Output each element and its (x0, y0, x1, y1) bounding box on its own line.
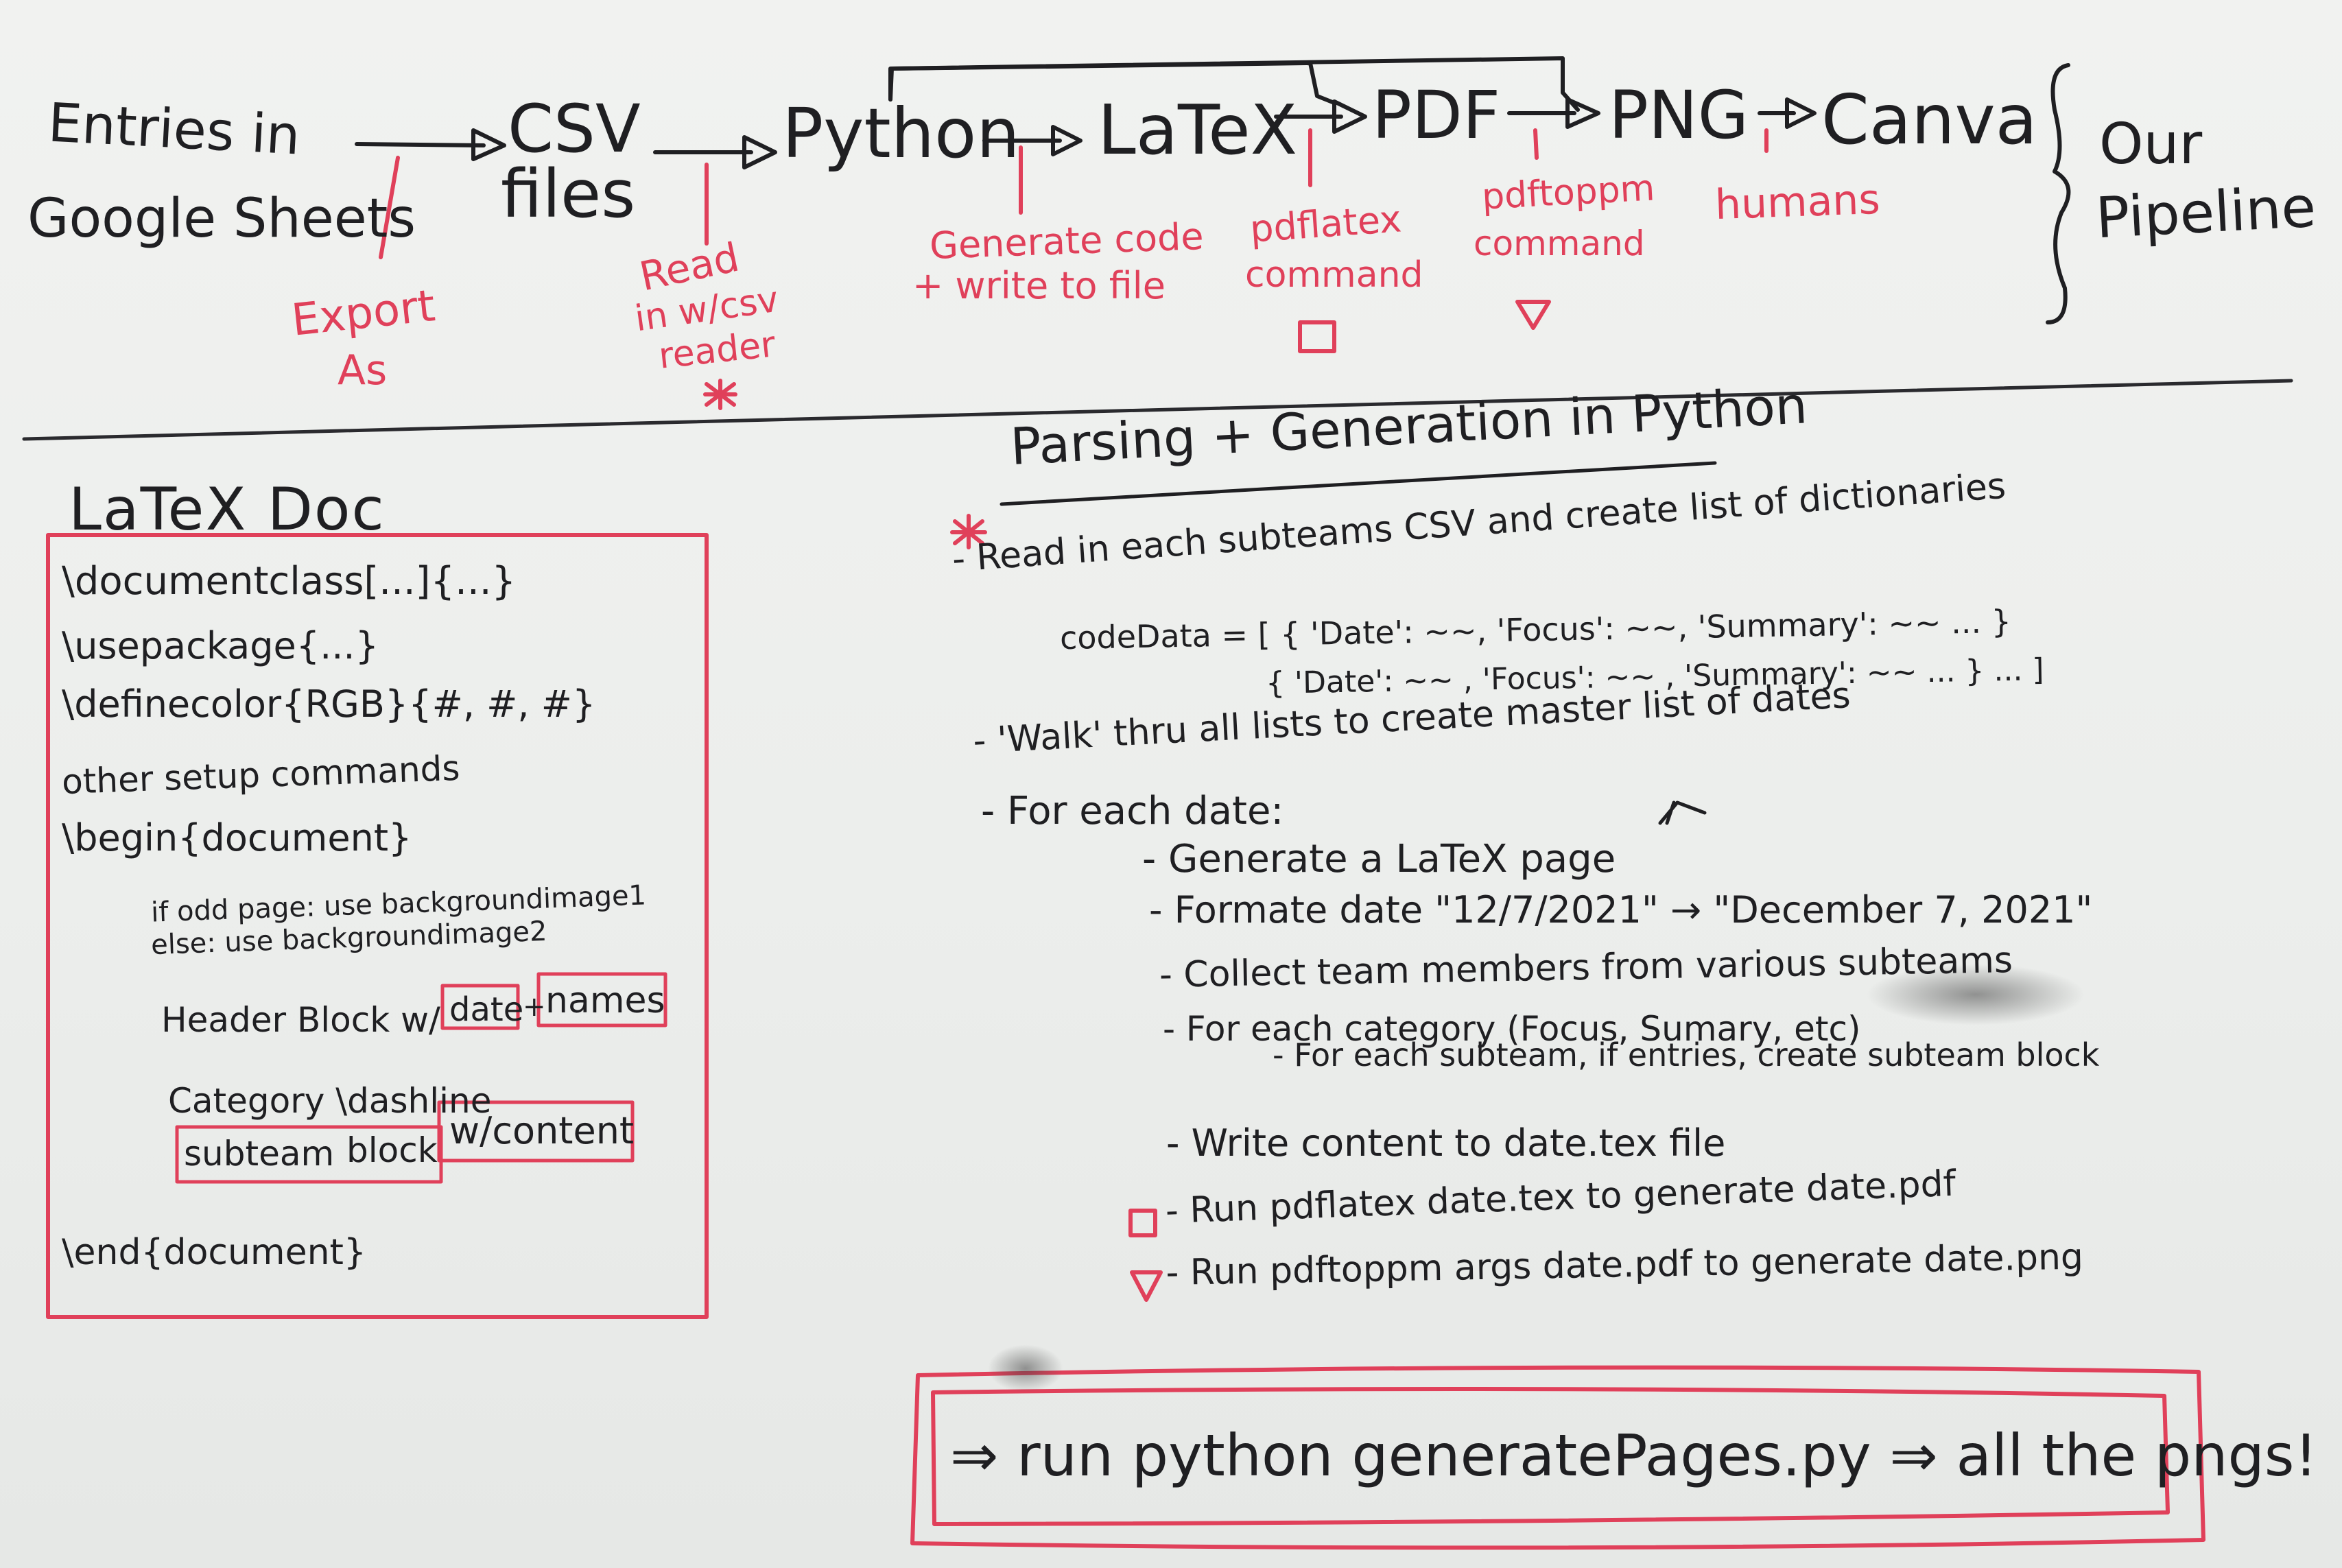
eraser-smudge (1866, 964, 2085, 1025)
stage-pdf: PDF (1372, 77, 1501, 154)
pdftoppm-triangle-icon (1130, 1270, 1163, 1302)
loop-arrow-icon (1658, 800, 1707, 825)
tool-generate-line2: + write to file (912, 264, 1166, 307)
tool-pdflatex-line2: command (1245, 254, 1423, 296)
triangle-symbol-icon (1515, 300, 1551, 330)
step-for-each-category: - For each category (Focus, Sumary, etc) (1163, 1009, 1861, 1049)
latex-line-usepackage: \usepackage{...} (62, 624, 379, 667)
stage-sheets-line2: Google Sheets (27, 188, 416, 250)
run-box-border (910, 1365, 2205, 1550)
subteam-box: subteam (184, 1134, 335, 1174)
brace-label-line1: Our (2099, 112, 2203, 177)
latex-line-end: \end{document} (62, 1232, 367, 1273)
run-command-text: ⇒ run python generatePages.py ⇒ all the … (950, 1422, 2318, 1489)
parsing-asterisk-icon (950, 514, 987, 549)
step-for-each-date: - For each date: (981, 789, 1284, 833)
square-symbol-icon (1298, 320, 1336, 353)
marker-smudge (988, 1344, 1063, 1392)
step-write-content: - Write content to date.tex file (1166, 1121, 1726, 1165)
tool-export-line2: As (338, 346, 388, 394)
stage-png: PNG (1609, 77, 1749, 154)
category-dashline: Category \dashline (168, 1081, 492, 1121)
parsing-title-underline (1000, 461, 1717, 506)
step-generate-page: - Generate a LaTeX page (1142, 837, 1616, 881)
stage-csv-line1: CSV (508, 91, 641, 167)
header-plus: + (523, 991, 546, 1023)
latex-line-begin: \begin{document} (62, 816, 412, 859)
tool-humans: humans (1714, 175, 1881, 230)
asterisk-icon (703, 379, 737, 410)
latex-line-documentclass: \documentclass[...]{...} (62, 559, 517, 604)
pipeline-brace (2046, 63, 2071, 324)
tool-pdflatex-line1: pdflatex (1249, 197, 1403, 251)
pipeline-arrows (355, 56, 1817, 169)
stage-python: Python (782, 93, 1020, 174)
stage-latex: LaTeX (1098, 90, 1298, 170)
section-divider (22, 379, 2293, 441)
stage-csv-line2: files (501, 156, 636, 233)
latex-doc-box (46, 533, 709, 1319)
stage-sheets-line1: Entries in (46, 92, 302, 167)
latex-doc-title: LaTeX Doc (69, 475, 386, 544)
latex-line-definecolor: \definecolor{RGB}{#, #, #} (62, 682, 596, 726)
stage-canva: Canva (1821, 80, 2037, 160)
header-block-label: Header Block w/ (161, 1000, 440, 1040)
tool-ticks (379, 128, 1769, 259)
tool-pdftoppm-line1: pdftoppm (1480, 167, 1656, 218)
block-label: block (346, 1130, 438, 1170)
tool-generate-line1: Generate code (929, 215, 1205, 268)
pdflatex-square-icon (1128, 1209, 1157, 1237)
brace-label-line2: Pipeline (2094, 174, 2318, 252)
content-box: w/content (449, 1109, 635, 1152)
step-for-each-subteam: - For each subteam, if entries, create s… (1273, 1036, 2100, 1073)
step-formate-date: - Formate date "12/7/2021" → "December 7… (1149, 888, 2093, 931)
header-date-box: date (449, 990, 524, 1029)
tool-pdftoppm-line2: command (1474, 224, 1645, 263)
header-names-box: names (545, 980, 665, 1021)
latex-highlight-boxes (175, 972, 667, 1184)
